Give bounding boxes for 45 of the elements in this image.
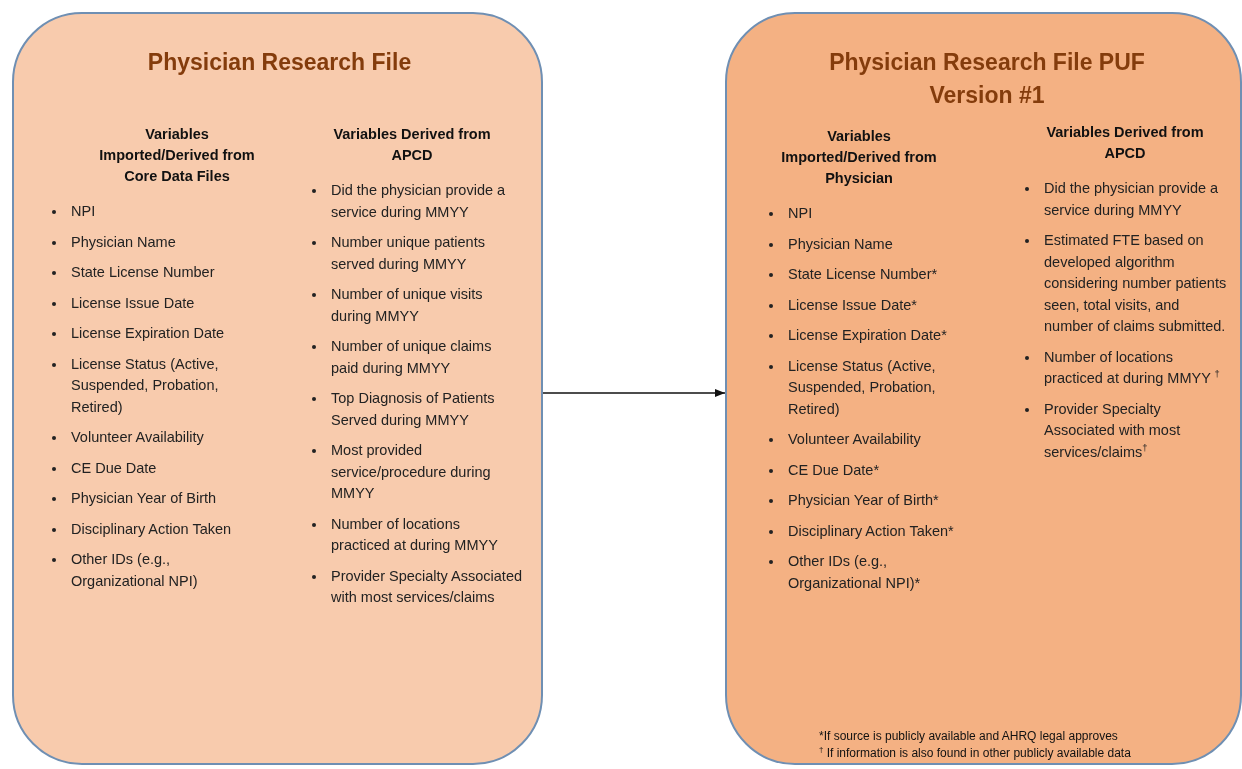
- bullet-item: State License Number*: [769, 264, 959, 286]
- bullet-item: Number of locations practiced at during MMYY: [312, 513, 522, 557]
- bullet-item: Physician Year of Birth*: [769, 490, 959, 512]
- bullet-item: Number of unique visits during MMYY: [312, 284, 522, 327]
- column-heading: Variables Derived from APCD: [1045, 123, 1205, 163]
- column-heading: Variables Derived from APCD: [332, 125, 492, 165]
- bullet-item: Top Diagnosis of Patients Served during MMYY: [312, 388, 522, 431]
- bullet-item: NPI: [52, 201, 242, 223]
- bullet-item: Number of unique claims paid during MMYY: [312, 336, 522, 379]
- arrow: [542, 388, 726, 398]
- footnote: $^{†}$ If information is also found in other publicly available data: [819, 745, 1131, 762]
- bullet-item: CE Due Date*: [769, 459, 959, 481]
- bullet-item: Disciplinary Action Taken*: [769, 520, 959, 542]
- bullet-item: State License Number: [52, 262, 242, 284]
- bullet-item: Volunteer Availability: [769, 429, 959, 451]
- bullet-item: Physician Name: [769, 233, 959, 255]
- rounded-panel: [725, 12, 1242, 765]
- bullet-item: Did the physician provide a service during MMYY: [312, 180, 522, 223]
- bullet-item: Most provided service/procedure during MMYY: [312, 440, 522, 505]
- footnote: *If source is publicly available and AHRQ legal approves: [819, 728, 1118, 745]
- bullet-item: License Status (Active, Suspended, Probation, Retired): [52, 353, 242, 418]
- bullet-item: Did the physician provide a service during MMYY: [1025, 178, 1230, 221]
- bullet-item: License Issue Date: [52, 292, 242, 314]
- bullet-item: Number unique patients served during MMYY: [312, 232, 522, 275]
- bullet-item: Number of locations practiced at during MMYY $^{†}$: [1025, 346, 1230, 390]
- column-heading: Variables Imported/Derived from Core Data Files: [98, 125, 256, 186]
- panel-title: Physician Research File: [146, 48, 413, 77]
- bullet-item: Other IDs (e.g., Organizational NPI): [52, 549, 242, 592]
- panel-title: Physician Research File PUF Version #1: [828, 48, 1146, 110]
- bullet-item: CE Due Date: [52, 457, 242, 479]
- bullet-item: License Status (Active, Suspended, Probation, Retired): [769, 355, 959, 420]
- bullet-item: Provider Specialty Associated with most services/claims: [312, 565, 522, 609]
- bullet-item: Provider Specialty Associated with most services/claims$^{†}$: [1025, 398, 1230, 463]
- bullet-item: Other IDs (e.g., Organizational NPI)*: [769, 551, 959, 594]
- bullet-item: Disciplinary Action Taken: [52, 518, 242, 540]
- rounded-panel: [12, 12, 543, 765]
- bullet-item: License Expiration Date: [52, 323, 242, 345]
- column-heading: Variables Imported/Derived from Physician: [780, 127, 938, 188]
- bullet-item: Volunteer Availability: [52, 427, 242, 449]
- bullet-item: Physician Year of Birth: [52, 488, 242, 510]
- bullet-item: License Issue Date*: [769, 294, 959, 316]
- bullet-item: Physician Name: [52, 231, 242, 253]
- bullet-item: Estimated FTE based on developed algorithm considering number patients seen, total visits, and number of claims submitted.: [1025, 230, 1230, 338]
- bullet-item: NPI: [769, 203, 959, 225]
- bullet-item: License Expiration Date*: [769, 325, 959, 347]
